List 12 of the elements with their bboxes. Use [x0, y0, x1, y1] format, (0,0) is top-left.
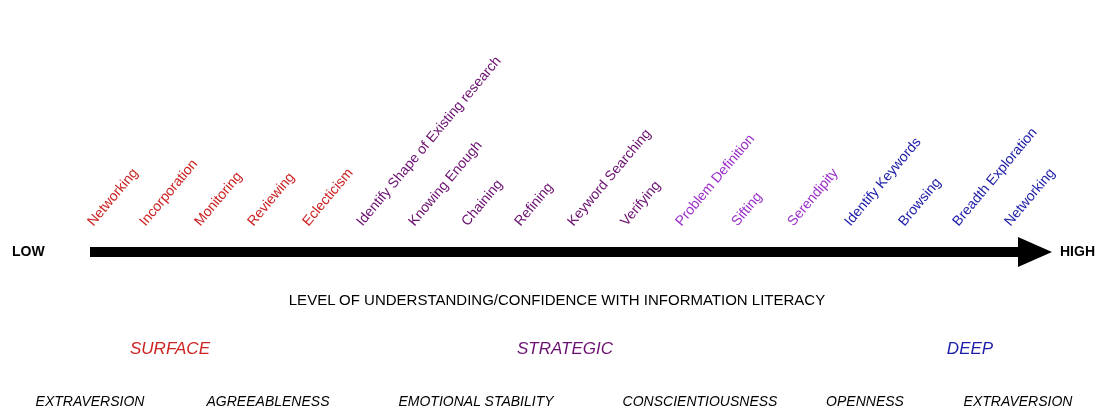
scale-end-label: HIGH — [1060, 244, 1095, 258]
axis-caption: LEVEL OF UNDERSTANDING/CONFIDENCE WITH INFORMATION LITERACY — [287, 292, 827, 307]
trait-label: EXTRAVERSION — [35, 394, 145, 408]
level-heading: STRATEGIC — [517, 340, 613, 357]
trait-label: EMOTIONAL STABILITY — [398, 394, 554, 408]
trait-label: EXTRAVERSION — [963, 394, 1073, 408]
trait-label: CONSCIENTIOUSNESS — [622, 394, 778, 408]
level-heading: DEEP — [946, 340, 994, 357]
level-heading: SURFACE — [130, 340, 210, 357]
trait-label: AGREEABLENESS — [206, 394, 330, 408]
trait-label: OPENNESS — [826, 394, 904, 408]
scale-end-label: LOW — [12, 244, 45, 258]
